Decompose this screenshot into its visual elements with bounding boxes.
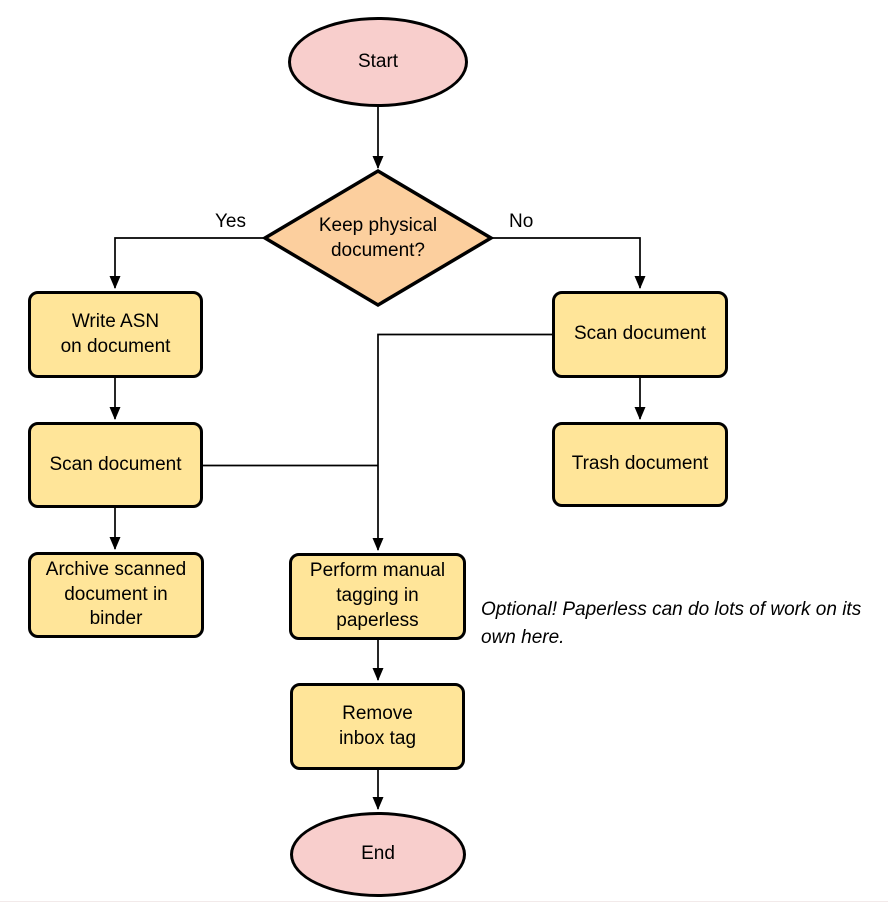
node-scan-document-left: Scan document	[28, 422, 203, 508]
node-decision-label: Keep physical document?	[318, 215, 438, 261]
node-end-label: End	[361, 843, 395, 865]
node-trash: Trash document	[552, 422, 728, 507]
node-scan-document-left-label: Scan document	[49, 453, 182, 475]
node-trash-label: Trash document	[571, 453, 709, 475]
annotation-optional-note: Optional! Paperless can do lots of work …	[481, 599, 862, 648]
node-start-label: Start	[357, 50, 399, 72]
node-tagging: Perform manual tagging in paperless	[289, 553, 466, 640]
node-scan-document-right: Scan document	[552, 291, 728, 378]
edge-label-yes: Yes	[215, 211, 246, 232]
node-write-asn: Write ASN on document	[28, 291, 203, 378]
node-start: Start	[288, 17, 468, 107]
node-scan-document-right-label: Scan document	[573, 323, 707, 345]
node-archive-label: Archive scanned document in binder	[45, 558, 187, 630]
edge-decision-yes-to-write-asn	[109, 237, 263, 289]
edge-scan-right-to-tagging	[372, 333, 552, 551]
node-remove-inbox: Remove inbox tag	[290, 683, 465, 770]
node-tagging-label: Perform manual tagging in paperless	[309, 560, 446, 631]
decision-diamond-shape	[261, 168, 495, 308]
edge-decision-no-to-scan-document	[490, 237, 646, 289]
node-archive: Archive scanned document in binder	[28, 552, 204, 638]
bottom-divider	[0, 901, 888, 902]
edge-label-no: No	[509, 211, 534, 232]
node-end: End	[290, 812, 466, 897]
node-write-asn-label: Write ASN on document	[60, 310, 171, 357]
node-remove-inbox-label: Remove inbox tag	[338, 702, 417, 749]
